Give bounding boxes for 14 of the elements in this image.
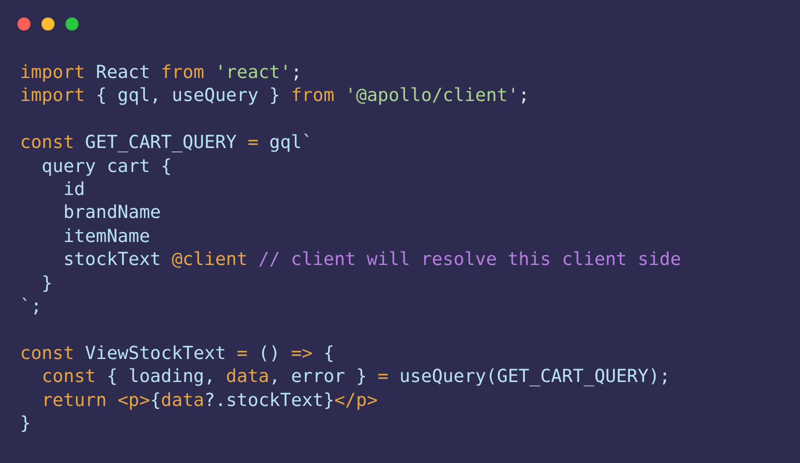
- code-line: import { gql, useQuery } from '@apollo/client';: [20, 84, 530, 108]
- code-line: brandName: [62, 201, 161, 225]
- code-line: import React from 'react';: [20, 61, 302, 84]
- code-line: stockText @client // client will resolve this client side: [62, 248, 682, 272]
- code-line: id: [62, 178, 86, 202]
- code-line: return <p>{data?.stockText}</p>: [40, 388, 378, 412]
- code-line: itemName: [62, 224, 150, 248]
- code-line: query cart {: [40, 154, 172, 178]
- code-line: }: [40, 272, 53, 295]
- code-line: const { loading, data, error } = useQuery(GET_CART_QUERY);: [40, 365, 670, 389]
- code-line: const GET_CART_QUERY = gql`: [20, 131, 313, 155]
- code-line: }: [20, 412, 31, 436]
- code-line: const ViewStockText = () => {: [20, 342, 334, 366]
- code-line: `;: [20, 295, 42, 318]
